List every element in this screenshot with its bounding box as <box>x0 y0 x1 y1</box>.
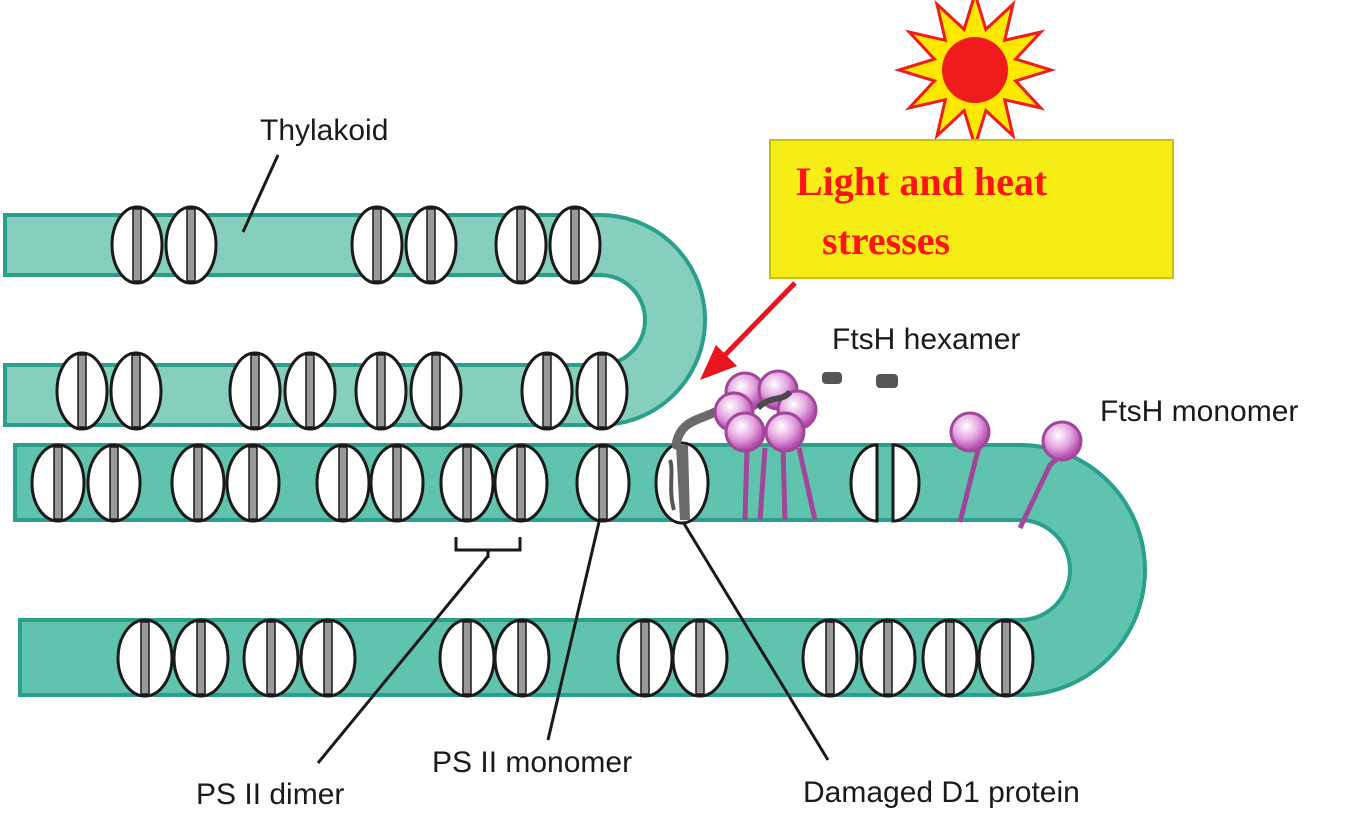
psii-monomer-label: PS II monomer <box>432 746 632 779</box>
psii-protein <box>369 443 425 523</box>
psii-protein <box>977 618 1035 698</box>
red-arrow-icon <box>700 281 797 380</box>
sun-icon <box>893 0 1057 152</box>
psii-protein <box>86 443 142 523</box>
psii-protein <box>438 618 496 698</box>
degraded-d1-fragments <box>755 372 898 411</box>
psii-dimer-label: PS II dimer <box>196 778 344 811</box>
damaged-d1-label: Damaged D1 protein <box>803 776 1080 809</box>
psii-protein <box>493 618 551 698</box>
psii-protein <box>439 443 495 523</box>
psii-protein <box>228 351 282 431</box>
ftsh-monomer-label: FtsH monomer <box>1100 395 1298 428</box>
psii-protein <box>493 443 549 523</box>
psii-protein <box>921 618 979 698</box>
psii-protein <box>801 618 859 698</box>
ftsh-hexamer-label: FtsH hexamer <box>832 323 1020 356</box>
psii-protein <box>170 443 226 523</box>
psii-protein <box>520 351 574 431</box>
psii-protein <box>404 205 458 285</box>
split-protein-halves <box>849 443 921 523</box>
psii-protein <box>494 205 548 285</box>
psii-protein <box>548 205 602 285</box>
psii-protein <box>109 351 163 431</box>
psii-protein-group <box>30 205 1035 698</box>
thylakoid-label: Thylakoid <box>260 114 388 147</box>
ftsh-monomer-shapes <box>949 411 1083 530</box>
psii-protein <box>30 443 86 523</box>
psii-protein <box>575 443 631 523</box>
psii-protein <box>859 618 917 698</box>
leader-lines <box>241 154 830 764</box>
psii-protein <box>283 351 337 431</box>
psii-protein <box>110 205 164 285</box>
psii-protein <box>409 351 463 431</box>
stress-label-line2: stresses <box>822 218 950 263</box>
psii-protein <box>242 618 300 698</box>
psii-protein <box>116 618 174 698</box>
stress-label-line1: Light and heat <box>796 159 1048 204</box>
psii-protein <box>671 618 729 698</box>
psii-protein <box>299 618 357 698</box>
psii-protein <box>164 205 218 285</box>
psii-protein <box>354 351 408 431</box>
stress-callout-box <box>769 139 1174 279</box>
psii-protein <box>172 618 230 698</box>
psii-protein <box>350 205 404 285</box>
psii-protein <box>225 443 281 523</box>
psii-protein <box>575 351 629 431</box>
psii-protein <box>616 618 674 698</box>
psii-protein <box>55 351 109 431</box>
psii-protein <box>315 443 371 523</box>
